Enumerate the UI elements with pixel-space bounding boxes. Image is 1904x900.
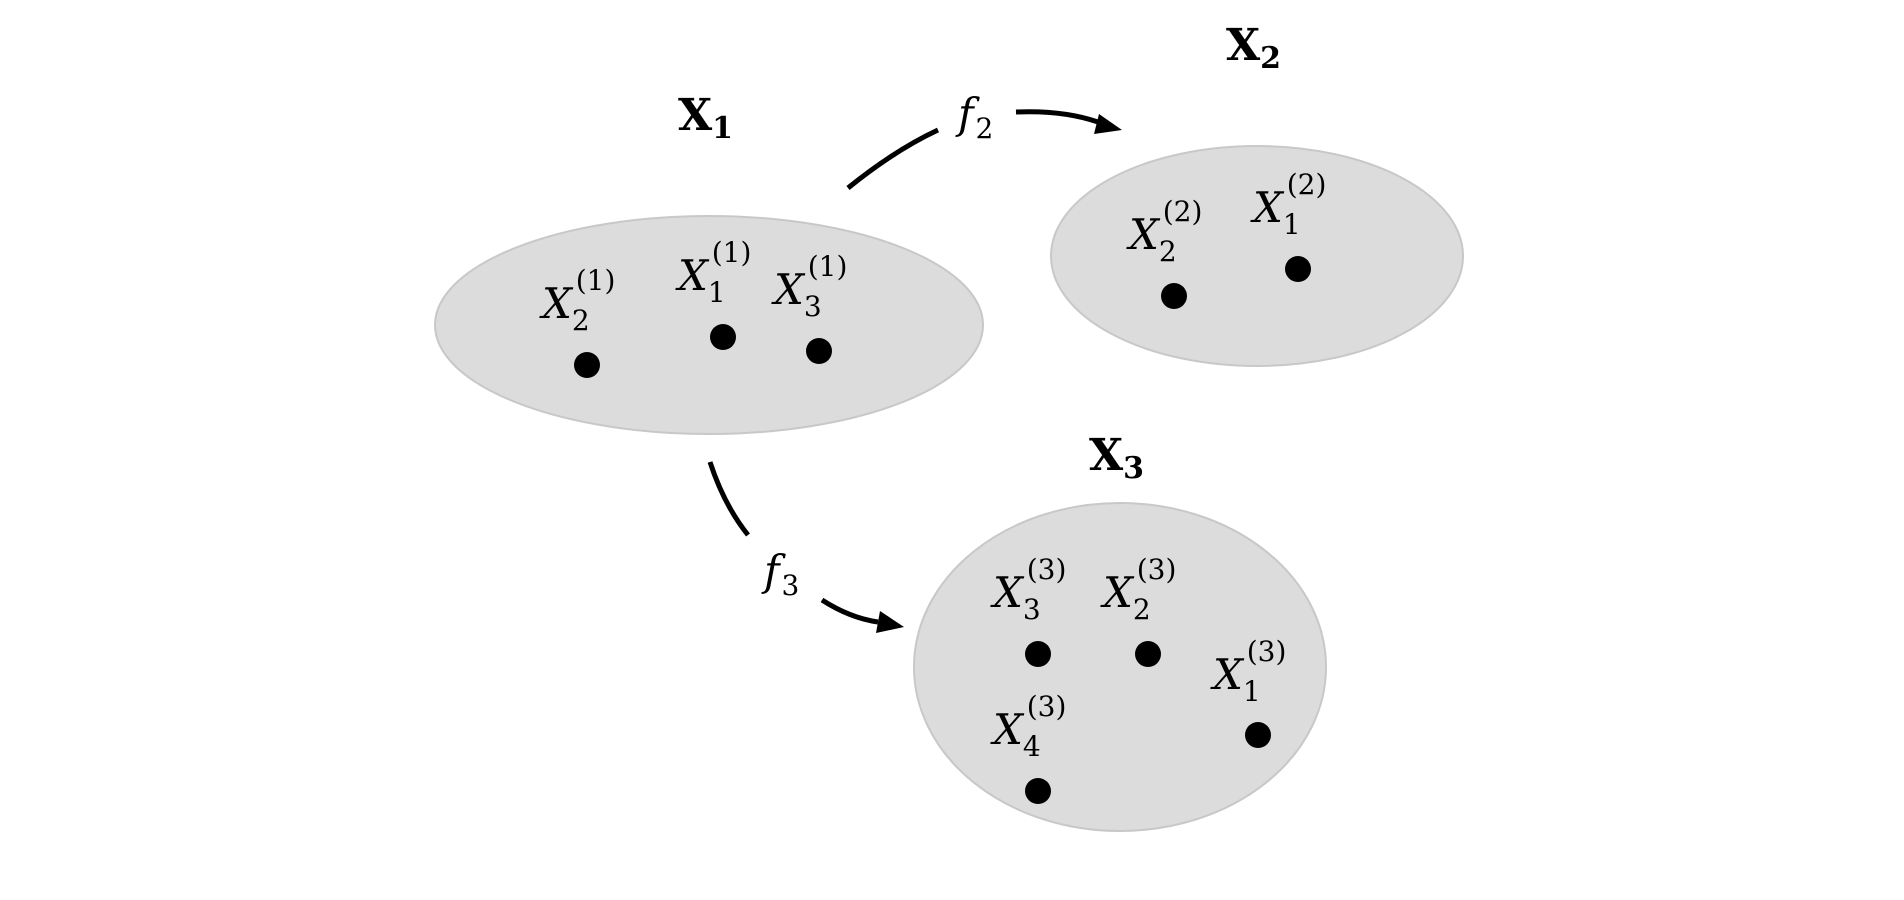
set-x1-title: X1 [678, 90, 733, 146]
label-f3: f3 [761, 546, 799, 602]
point-x3-2 [1135, 641, 1161, 667]
point-x1-2 [574, 352, 600, 378]
set-x1: X1 X2(1) X1(1) X3(1) [434, 90, 984, 435]
arrow-f2-tail [846, 127, 940, 190]
point-x1-1 [710, 324, 736, 350]
set-x2-ellipse [1050, 145, 1464, 367]
label-x3-1: X1(3) [1210, 635, 1286, 708]
label-x2-2: X2(2) [1126, 195, 1202, 268]
set-x2: X2 X2(2) X1(2) [1050, 20, 1464, 367]
label-x1-3: X3(1) [771, 250, 847, 323]
label-f2: f2 [955, 89, 993, 145]
label-x2-1: X1(2) [1250, 168, 1326, 241]
set-x3-title: X3 [1089, 430, 1144, 486]
point-x3-1 [1245, 722, 1271, 748]
map-f3: f3 [707, 461, 904, 633]
arrow-f2-head [1094, 114, 1122, 134]
arrow-f3-tail [707, 461, 750, 537]
point-x1-3 [806, 338, 832, 364]
map-f2: f2 [846, 89, 1122, 190]
point-x2-2 [1161, 283, 1187, 309]
set-x3: X3 X3(3) X2(3) X1(3) X4(3) [913, 430, 1327, 832]
point-x3-4 [1025, 778, 1051, 804]
arrow-f3-head [876, 611, 904, 633]
point-x2-1 [1285, 256, 1311, 282]
label-x1-2: X2(1) [539, 264, 615, 337]
set-x1-ellipse [434, 215, 984, 435]
label-x3-3: X3(3) [990, 553, 1066, 626]
set-x2-title: X2 [1226, 20, 1281, 76]
label-x3-2: X2(3) [1100, 553, 1176, 626]
arrow-f3-head-segment [820, 597, 879, 625]
set-x3-ellipse [913, 502, 1327, 832]
label-x1-1: X1(1) [675, 236, 751, 309]
arrow-f2-head-segment [1015, 109, 1099, 125]
point-x3-3 [1025, 641, 1051, 667]
label-x3-4: X4(3) [990, 690, 1066, 763]
